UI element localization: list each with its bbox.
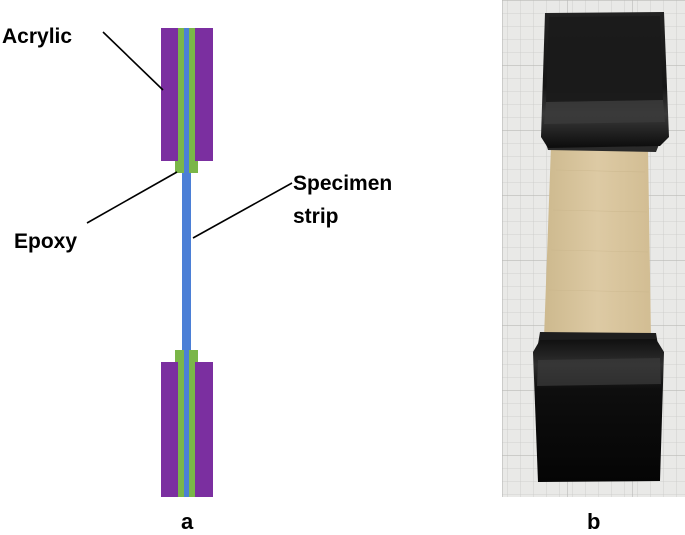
top-epoxy-layer-left	[178, 28, 184, 161]
bottom-fillet-strip	[184, 350, 189, 362]
acrylic-label: Acrylic	[2, 25, 73, 48]
panel-b-letter: b	[587, 509, 601, 534]
specimen-photograph	[502, 0, 685, 497]
specimen-label-line2: strip	[293, 205, 339, 228]
top-fillet-strip	[184, 161, 189, 173]
bottom-epoxy-layer-right	[189, 362, 195, 497]
bottom-grip-assembly	[161, 350, 213, 497]
epoxy-leader-line	[86, 171, 178, 224]
top-grip-assembly	[161, 28, 213, 173]
epoxy-label: Epoxy	[14, 230, 78, 253]
panel-a-letter: a	[181, 509, 194, 534]
specimen-strip	[182, 173, 191, 350]
top-epoxy-layer-right	[189, 28, 195, 161]
specimen-label-line1: Specimen	[293, 172, 393, 195]
specimen-leader-line	[192, 182, 293, 239]
photo-specimen-strip	[544, 146, 651, 338]
top-strip-inside	[184, 28, 189, 161]
bottom-strip-inside	[184, 362, 189, 497]
acrylic-leader-line	[102, 31, 164, 91]
bottom-epoxy-layer-left	[178, 362, 184, 497]
